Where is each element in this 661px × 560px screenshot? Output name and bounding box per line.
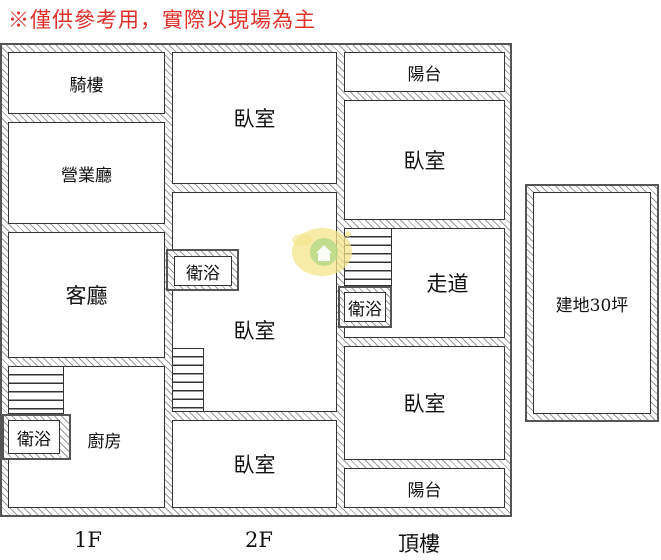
room-living-room: 客廳 (8, 232, 165, 358)
room-bathroom-2f: 衛浴 (174, 256, 232, 286)
stairs-2f (172, 348, 204, 412)
site-area-label: 建地30坪 (533, 192, 651, 414)
room-bedroom-top-upper: 臥室 (344, 100, 505, 220)
disclaimer-text: ※僅供參考用，實際以現場為主 (8, 8, 316, 32)
floor-label-2f: 2F (245, 528, 273, 552)
floor-label-rooftop: 頂樓 (398, 532, 440, 556)
stairs-1f (8, 366, 64, 414)
room-bathroom-1f: 衛浴 (8, 420, 60, 454)
room-balcony-top: 陽台 (344, 52, 505, 92)
room-bathroom-top: 衛浴 (344, 292, 386, 322)
room-balcony-bottom: 陽台 (344, 468, 505, 508)
room-business-hall: 營業廳 (8, 122, 165, 224)
room-bedroom-2f-top: 臥室 (172, 52, 337, 184)
room-bedroom-top-lower: 臥室 (344, 346, 505, 460)
house-logo-icon (292, 228, 352, 276)
floor-label-1f: 1F (74, 528, 102, 552)
room-bedroom-2f-bottom: 臥室 (172, 420, 337, 508)
room-arcade: 騎樓 (8, 52, 165, 114)
